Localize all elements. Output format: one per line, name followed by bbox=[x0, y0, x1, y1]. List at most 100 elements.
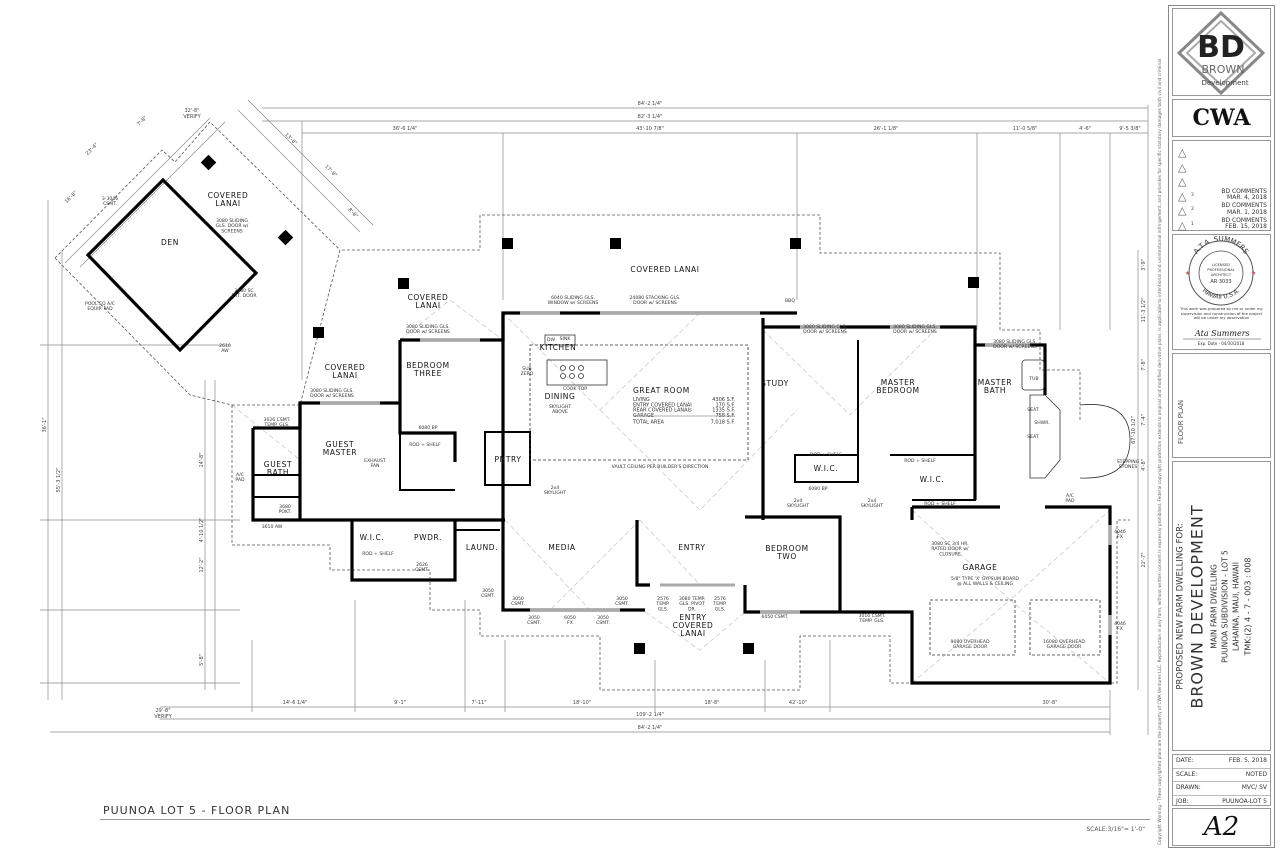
plan-note-line: TUB bbox=[1028, 376, 1038, 382]
stamp-center-line: ARCHITECT bbox=[1211, 273, 1232, 277]
info-label: SCALE: bbox=[1176, 770, 1198, 778]
plan-note-line: DOOR w/ SCREENS bbox=[406, 329, 450, 335]
plan-note-line: GLS. bbox=[715, 606, 726, 612]
dimension-label: 16'-8" bbox=[64, 190, 79, 205]
info-value: NOTED bbox=[1245, 770, 1267, 778]
info-label: JOB: bbox=[1176, 797, 1189, 805]
plan-note: 3080 SLIDING GLS.DOOR w/ SCREENS bbox=[310, 388, 354, 399]
info-value: FEB. 5, 2018 bbox=[1228, 757, 1267, 764]
stamp-license-number: AR 3033 bbox=[1210, 279, 1231, 285]
plan-note-line: SHWR. bbox=[1034, 420, 1049, 426]
drawing-scale: SCALE:3/16"= 1'-0" bbox=[1086, 826, 1145, 833]
project-type: MAIN FARM DWELLING bbox=[1209, 564, 1219, 649]
room-label-line: COVERED bbox=[408, 293, 449, 302]
revision-number: 3 bbox=[1191, 192, 1194, 198]
plan-note: ROD + SHELF bbox=[904, 458, 936, 464]
plan-note-line: SCREENS bbox=[221, 228, 243, 234]
dimension-label: 11'-3 1/2" bbox=[1141, 298, 1147, 323]
dimension-label: 7'-8" bbox=[136, 115, 149, 128]
room-label-line: DINING bbox=[545, 392, 576, 401]
dimension-lines bbox=[40, 99, 1149, 735]
plan-note-line: FX bbox=[567, 620, 573, 626]
plan-note-line: TEMP. GLS. bbox=[858, 618, 884, 624]
room-label-line: PNTRY bbox=[494, 455, 521, 464]
info-row-date: DATE:FEB. 5, 2018 bbox=[1173, 755, 1270, 769]
area-label: LIVING bbox=[633, 397, 650, 403]
room-label: DEN bbox=[161, 238, 179, 247]
dimension-label: 5'-8" bbox=[199, 654, 205, 666]
dimension-label: 26'-1 1/8" bbox=[874, 126, 899, 132]
plan-note: 6080 BP bbox=[418, 425, 437, 431]
room-label-line: BEDROOM bbox=[876, 386, 919, 395]
revision-delta-icon: △ bbox=[1178, 218, 1187, 232]
room-label-line: DEN bbox=[161, 238, 179, 247]
plan-note-line: VAULT CEILING PER BUILDER'S DIRECTION bbox=[612, 464, 709, 470]
plan-note-line: SKYLIGHT bbox=[861, 503, 883, 509]
info-row-scale: SCALE: NOTED bbox=[1173, 769, 1270, 782]
room-label-line: W.I.C. bbox=[920, 475, 945, 484]
roof-outline bbox=[54, 121, 1130, 691]
plan-note-line: POKT. bbox=[279, 509, 292, 515]
plan-note-line: PAD bbox=[1065, 498, 1075, 504]
plan-note-line: 3-3046 bbox=[102, 196, 118, 202]
plan-note-line: SKYLIGHT bbox=[544, 490, 566, 496]
plan-note-line: 2x4 bbox=[794, 498, 803, 504]
plan-note: TUB bbox=[1028, 376, 1038, 382]
project-subdivision: PUUNOA SUBDIVISION - LOT 5 bbox=[1220, 550, 1230, 663]
room-label: PNTRY bbox=[494, 455, 521, 464]
info-row-job: JOB:PUUNOA-LOT 5 bbox=[1173, 796, 1270, 809]
columns bbox=[200, 154, 979, 654]
plan-note-line: GLS. bbox=[658, 606, 669, 612]
client-name: BROWN DEVELOPMENT bbox=[1187, 504, 1207, 709]
info-label: DRAWN: bbox=[1176, 784, 1201, 791]
room-label-line: PWDR. bbox=[414, 533, 442, 542]
dimension-labels: 84'-2 1/4"82'-3 1/4"36'-6 1/4"43'-10 7/8… bbox=[42, 101, 1147, 731]
dimension-label: 82'-3 1/4" bbox=[638, 114, 663, 120]
plan-note: ROD + SHELF bbox=[362, 551, 394, 557]
room-label: W.I.C. bbox=[360, 533, 385, 542]
room-label-line: COVERED LANAI bbox=[630, 265, 699, 274]
plan-note-line: 6050 bbox=[564, 615, 576, 621]
plan-note: COOK TOP bbox=[563, 386, 587, 392]
plan-note-line: FX bbox=[1117, 626, 1123, 632]
area-label: ENTRY COVERED LANAI bbox=[633, 402, 692, 408]
plan-note-line: AW bbox=[221, 348, 229, 354]
plan-note: 3080 SLIDING GLS.DOOR w/ SCREENS bbox=[803, 324, 847, 335]
plan-note-line: DR. bbox=[688, 606, 696, 612]
revision-delta-icon: △ bbox=[1178, 204, 1187, 217]
revision-item: △ bbox=[1177, 174, 1269, 188]
revision-text: BD COMMENTS bbox=[1221, 216, 1267, 224]
room-label-line: W.I.C. bbox=[814, 464, 839, 473]
plan-note-line: A/C bbox=[236, 472, 244, 478]
room-label-line: GUEST bbox=[326, 440, 354, 449]
plan-note-line: POOL EQ A/C bbox=[85, 301, 115, 307]
project-heading: PROPOSED NEW FARM DWELLING FOR: bbox=[1175, 523, 1186, 690]
plan-note-line: 9080 OVERHEAD bbox=[951, 639, 990, 645]
room-label-line: W.I.C. bbox=[360, 533, 385, 542]
revision-delta-icon: △ bbox=[1178, 189, 1187, 203]
plan-note-line: EXT. DOOR bbox=[231, 293, 257, 299]
brown-development-logo: BD BROWN Development bbox=[1172, 8, 1271, 96]
plan-note-line: 3080 SLIDING bbox=[216, 218, 248, 224]
plan-note: SINK bbox=[560, 336, 572, 342]
revision-delta-icon: △ bbox=[1178, 146, 1187, 159]
plan-note-line: 2626 bbox=[416, 562, 428, 568]
plan-note-line: 3050 bbox=[512, 596, 524, 602]
